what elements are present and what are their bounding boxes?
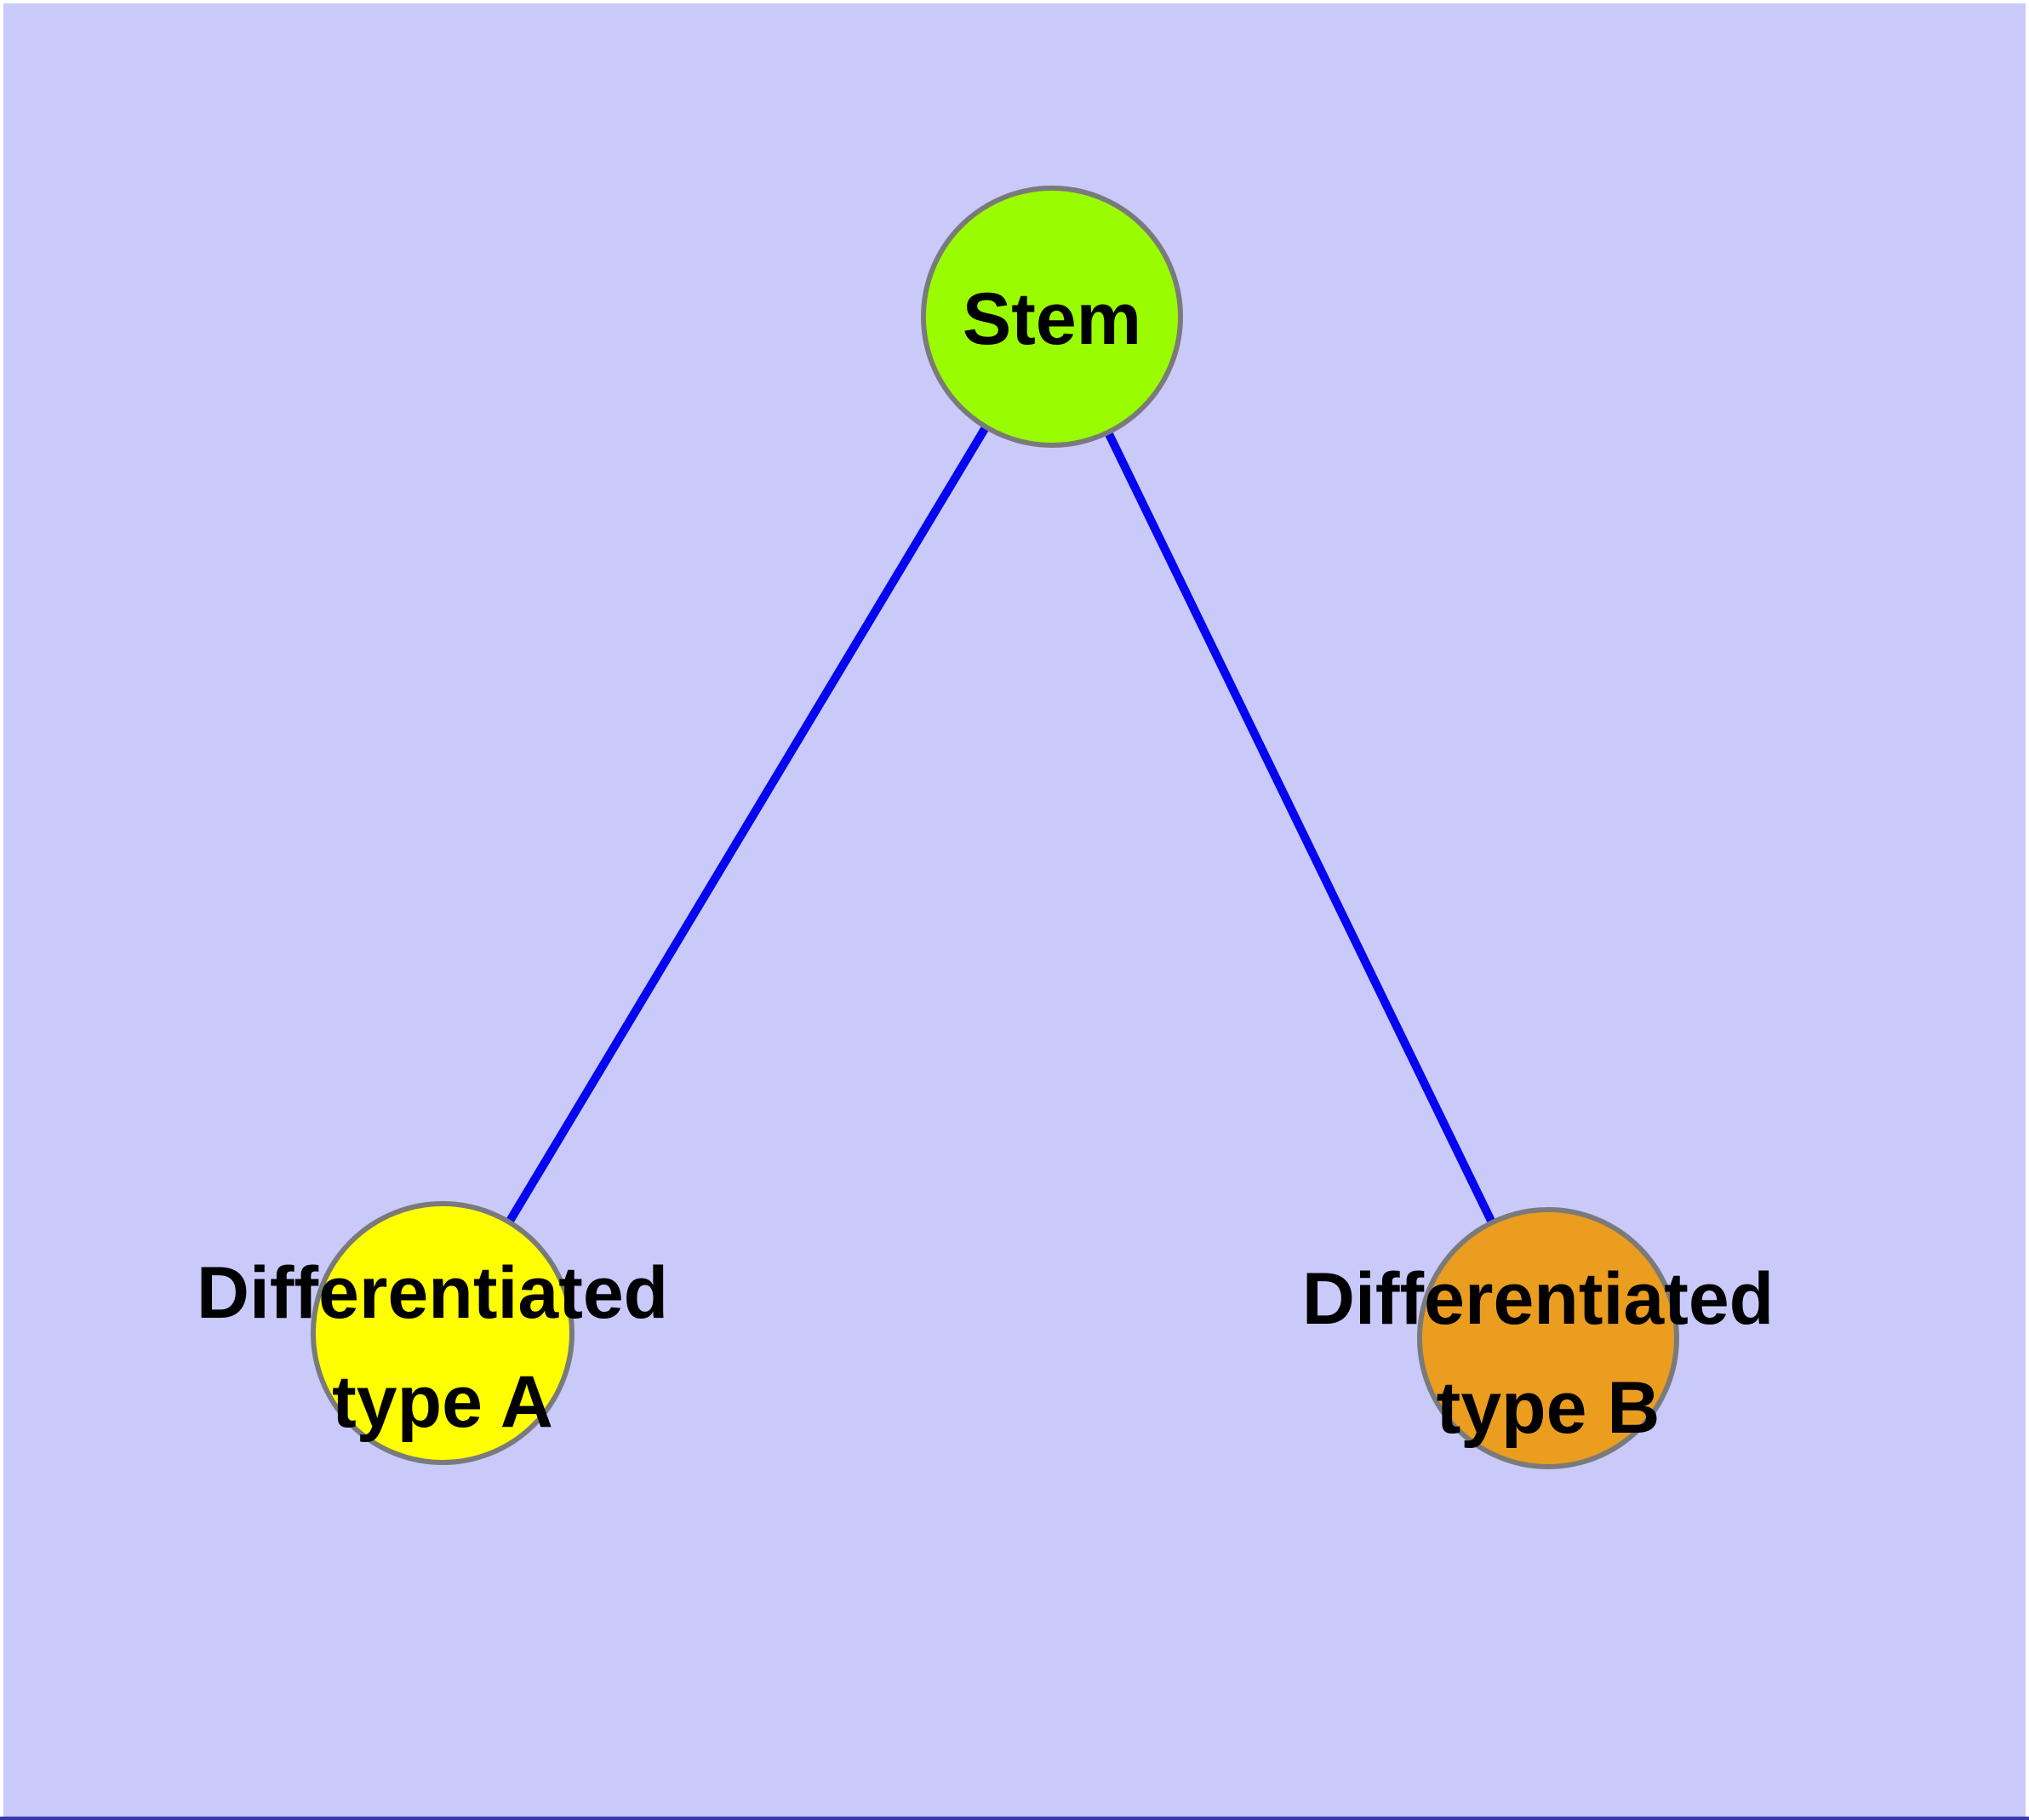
bottom-edge-line bbox=[0, 1817, 2029, 1820]
label-line: Differentiated bbox=[1302, 1258, 1774, 1340]
label-line: type B bbox=[1437, 1367, 1660, 1449]
node-stem bbox=[921, 186, 1183, 448]
node-differentiated-type-a-label: Differentiated type A bbox=[197, 1252, 689, 1443]
node-group bbox=[311, 186, 1679, 1469]
label-line: Differentiated bbox=[197, 1252, 668, 1334]
node-differentiated-type-b bbox=[1417, 1207, 1679, 1469]
node-differentiated-type-b-label: Differentiated type B bbox=[1302, 1258, 1794, 1449]
edge-stem-to-type-a bbox=[438, 314, 1056, 1336]
label-line: type A bbox=[332, 1361, 553, 1443]
node-stem-label: Stem bbox=[963, 278, 1141, 360]
edge-group bbox=[438, 314, 1552, 1341]
label-group: Stem Differentiated type A Differentiate… bbox=[197, 278, 1794, 1449]
edge-stem-to-type-b bbox=[1048, 314, 1552, 1341]
node-differentiated-type-a bbox=[311, 1201, 574, 1465]
